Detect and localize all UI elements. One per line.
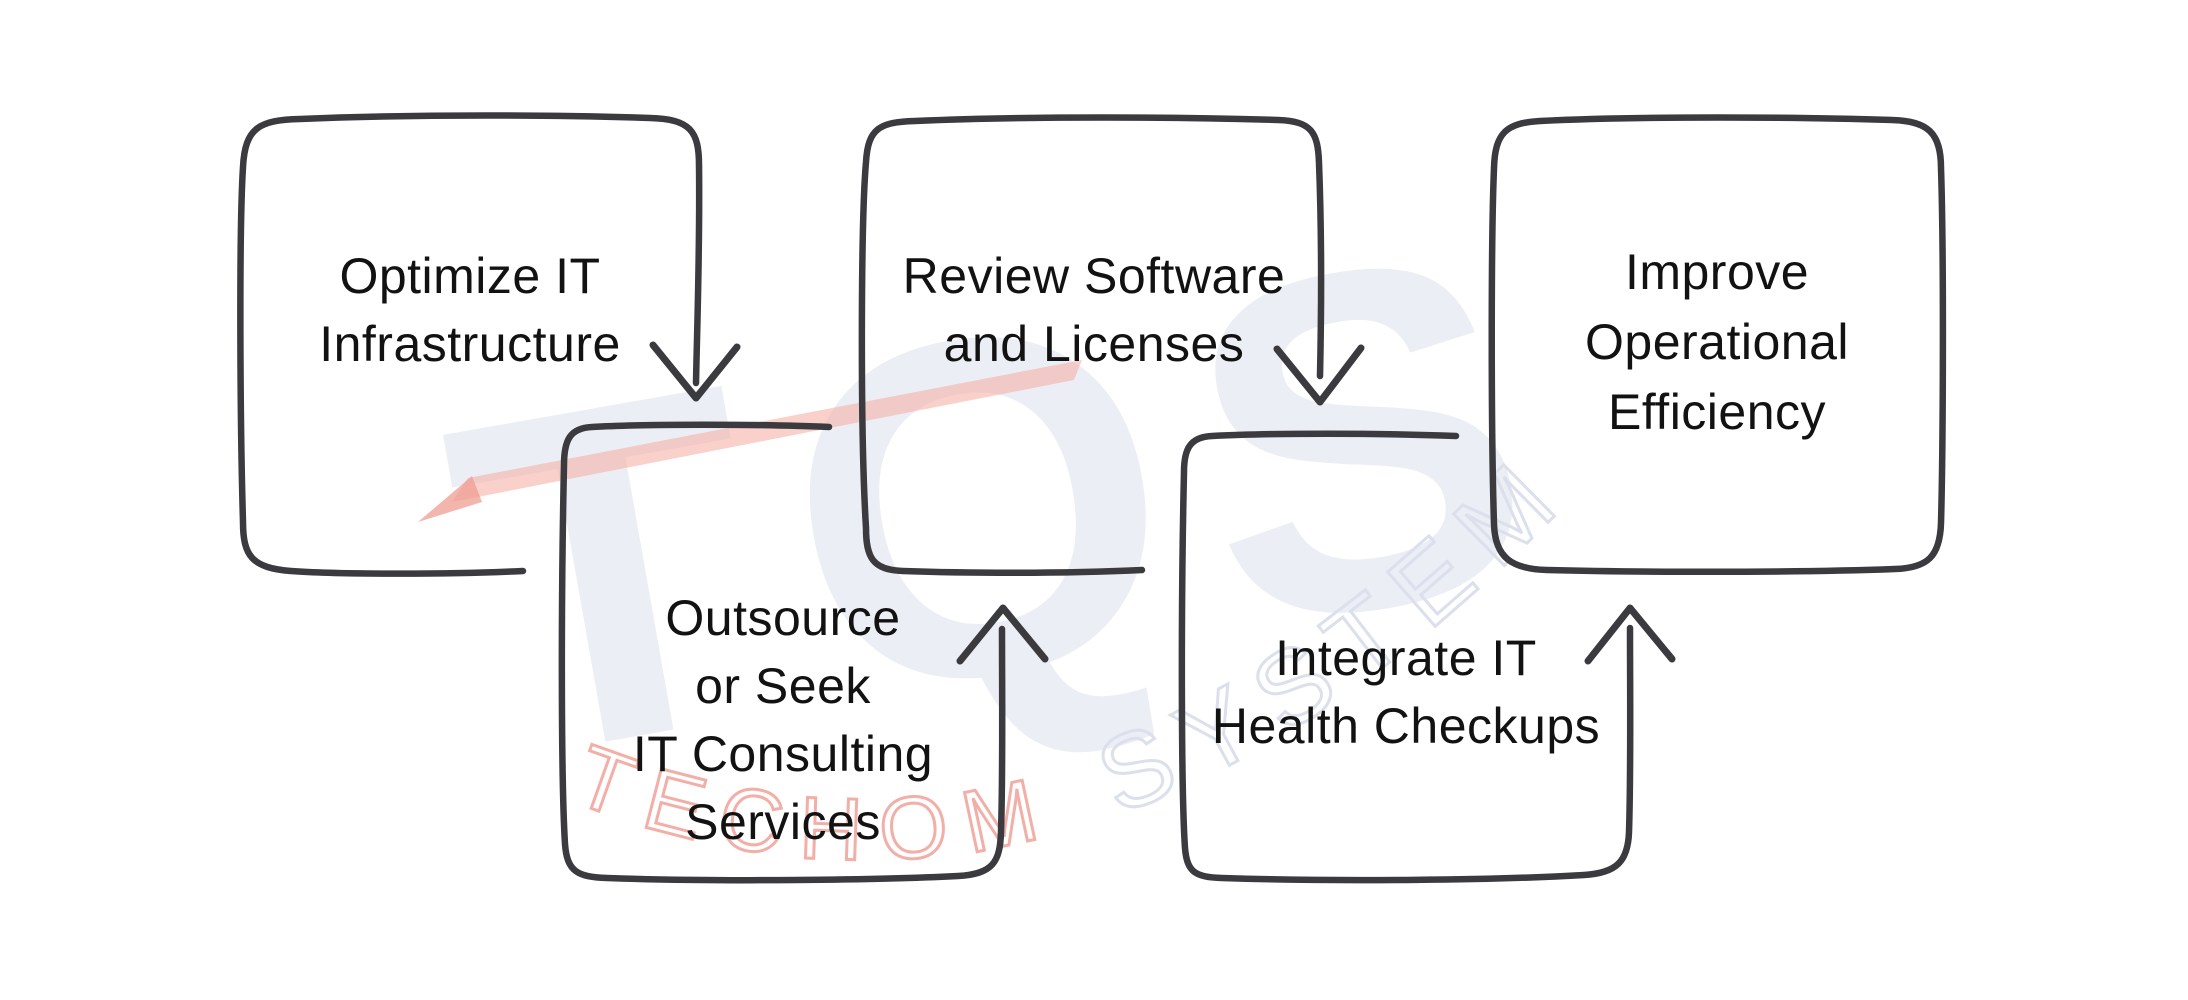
step1-box-outline (237, 112, 703, 577)
arrowhead-3-4 (1273, 344, 1365, 406)
step4-box-outline (1178, 430, 1634, 884)
arrowhead-4-5 (1584, 604, 1676, 665)
step3-label: Review Software and Licenses (902, 248, 1286, 372)
step2-label: Outsource or Seek IT Consulting Services (632, 590, 934, 850)
flowchart-strokes (237, 112, 1947, 884)
watermark-swoosh (452, 360, 1082, 502)
step1-label: Optimize IT Infrastructure (319, 248, 621, 372)
arrowhead-1-2 (649, 341, 741, 402)
step4-label: Integrate IT Health Checkups (1211, 630, 1601, 754)
watermark-swoosh-tip (418, 476, 482, 522)
step5-box-outline (1488, 114, 1947, 575)
step3-box-outline (858, 114, 1325, 576)
arrowhead-2-3 (956, 604, 1049, 665)
step5-label: Improve Operational Efficiency (1585, 244, 1849, 440)
step2-box-outline (558, 421, 1006, 884)
